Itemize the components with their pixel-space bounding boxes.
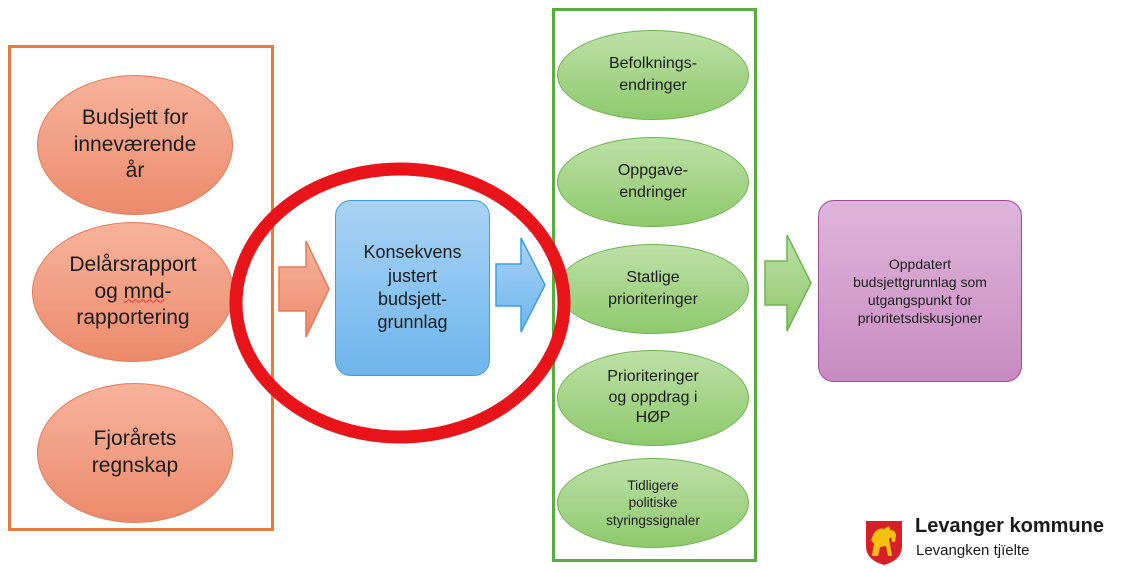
output-box: Oppdatert budsjettgrunnlag som utgangspu… <box>818 200 1022 382</box>
factor-oval-state-priorities: Statlige prioriteringer <box>557 244 749 334</box>
input-label: Delårsrapport og mnd- rapportering <box>69 252 197 330</box>
output-label: Oppdatert budsjettgrunnlag som utgangspu… <box>853 255 987 327</box>
center-label: Konsekvens justert budsjett- grunnlag <box>363 242 462 333</box>
factor-oval-population: Befolknings- endringer <box>557 30 749 120</box>
arrow-center-to-factors <box>495 237 546 333</box>
input-oval-last-year-accounts: Fjorårets regnskap <box>37 383 233 523</box>
inputs-frame <box>8 45 274 531</box>
factor-label: Statlige prioriteringer <box>608 269 698 308</box>
municipality-crest-logo <box>865 520 903 566</box>
logo-subtitle: Levangken tjïelte <box>916 542 1030 559</box>
factor-label: Tidligere politiske styringssignaler <box>606 477 700 528</box>
factor-label: Oppgave- endringer <box>617 162 689 201</box>
input-label: Budsjett for inneværende år <box>73 105 197 183</box>
factor-oval-political-signals: Tidligere politiske styringssignaler <box>557 458 749 548</box>
spellcheck-mark: mnd <box>123 279 165 303</box>
factor-label: Prioriteringer og oppdrag i HØP <box>607 367 699 427</box>
logo-title: Levanger kommune <box>915 515 1104 537</box>
arrow-inputs-to-center <box>278 240 330 338</box>
center-box: Konsekvens justert budsjett- grunnlag <box>335 200 490 376</box>
input-label: Fjorårets regnskap <box>91 427 179 477</box>
factor-oval-tasks: Oppgave- endringer <box>557 137 749 227</box>
factor-oval-hop-priorities: Prioriteringer og oppdrag i HØP <box>557 350 749 446</box>
arrow-factors-to-output <box>764 234 812 332</box>
factors-frame <box>552 8 757 562</box>
input-oval-current-budget: Budsjett for inneværende år <box>37 75 233 215</box>
input-oval-interim-reports: Delårsrapport og mnd- rapportering <box>32 222 234 362</box>
factor-label: Befolknings- endringer <box>608 55 698 94</box>
